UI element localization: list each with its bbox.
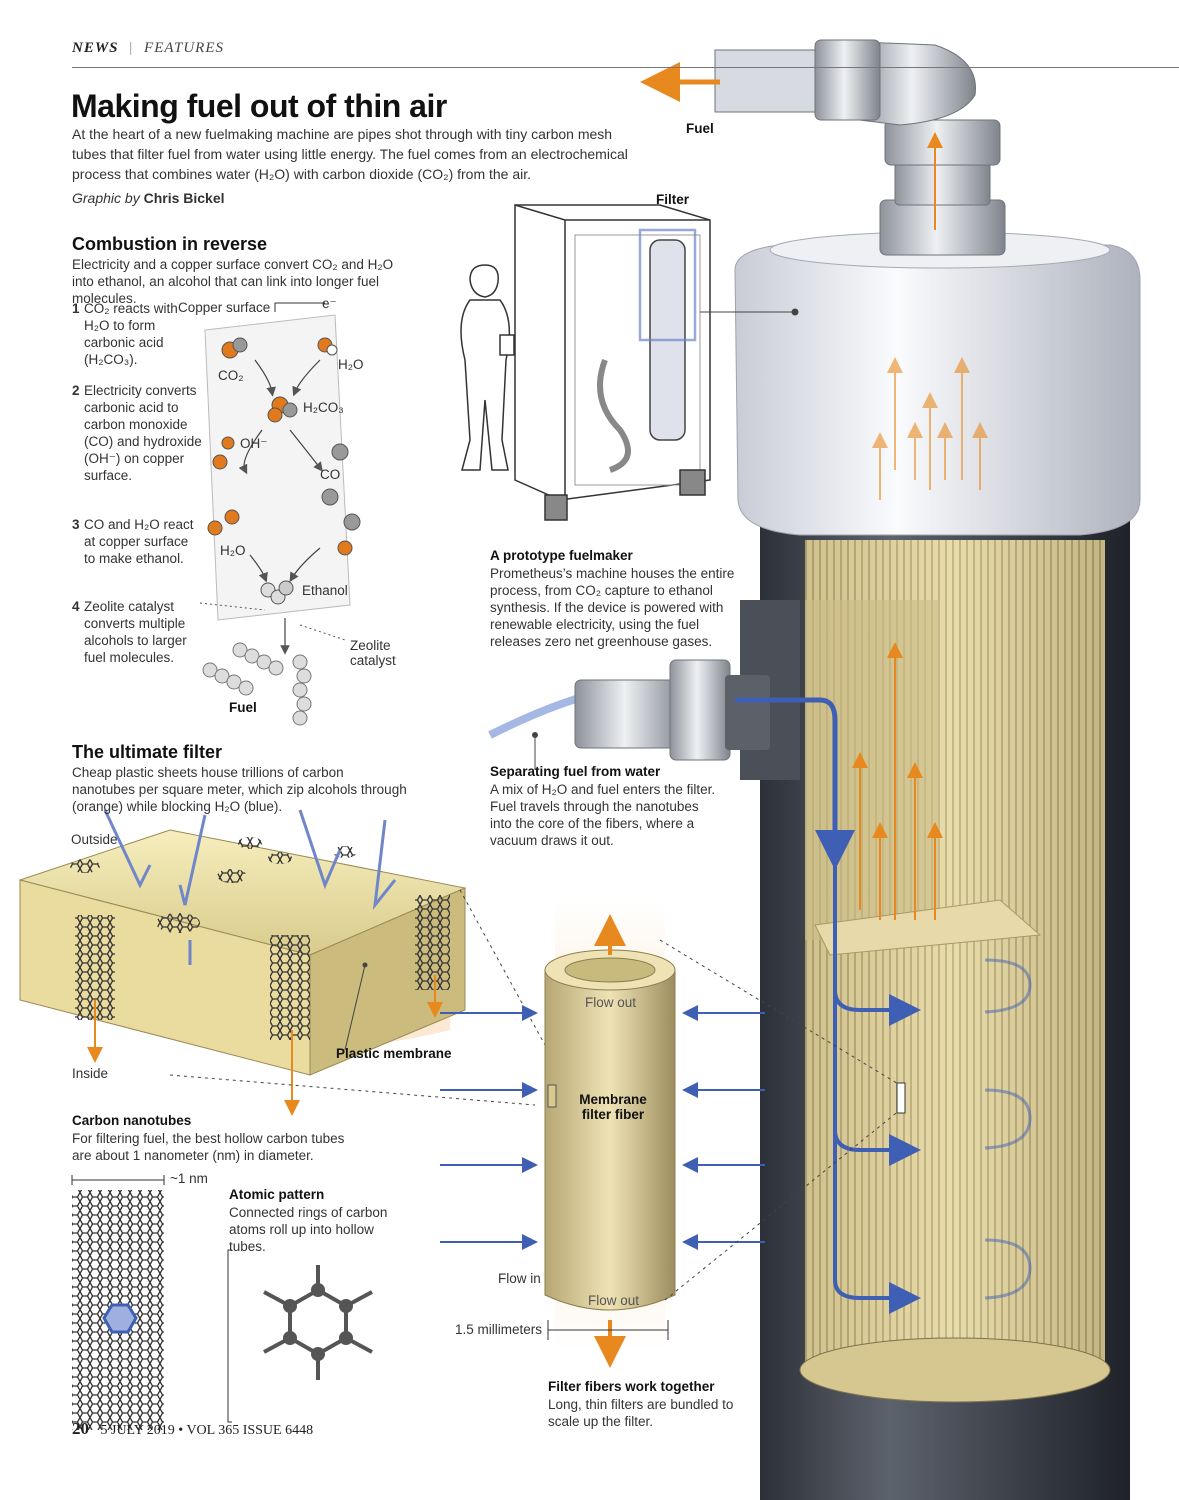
atomic-heading: Atomic pattern [229, 1187, 325, 1202]
fuel-flow-arrows [852, 132, 988, 920]
atomic-hexagon [263, 1265, 373, 1380]
prototype-machine [460, 204, 795, 521]
credit-prefix: Graphic by [72, 190, 140, 206]
membrane-fiber [440, 900, 906, 1368]
label-oh: OH⁻ [240, 436, 268, 451]
label-h2o-top: H₂O [338, 357, 364, 372]
page-footer: 20 5 JULY 2019 • VOL 365 ISSUE 6448 [72, 1419, 313, 1439]
step-3-text: CO and H₂O react at copper surface to ma… [84, 517, 194, 566]
section-separator: | [129, 40, 134, 56]
label-copper-surface: Copper surface [178, 300, 271, 315]
nanotubes-body: For filtering fuel, the best hollow carb… [72, 1131, 345, 1163]
molecules [207, 337, 361, 605]
step-4-text: Zeolite catalyst converts multiple alcoh… [84, 599, 187, 665]
subsection-name: FEATURES [144, 40, 224, 56]
credit-name: Chris Bickel [143, 190, 225, 206]
combustion-body: Electricity and a copper surface convert… [72, 257, 394, 306]
prototype-body: Prometheus’s machine houses the entire p… [490, 566, 735, 649]
separating-heading: Separating fuel from water [490, 764, 661, 779]
leader-lines [532, 308, 799, 770]
together-heading: Filter fibers work together [548, 1379, 715, 1394]
section-name: NEWS [72, 40, 119, 56]
nanotube-lattice [71, 1175, 232, 1430]
step-1: 1 CO₂ reacts with H₂O to form carbonic ac… [72, 300, 202, 368]
label-fuel-outlet: Fuel [686, 121, 714, 136]
ultimate-heading: The ultimate filter [72, 742, 223, 762]
together-body: Long, thin filters are bundled to scale … [548, 1397, 734, 1429]
filter-housing [740, 520, 1130, 1500]
label-electron: e⁻ [322, 296, 337, 311]
intro-text: At the heart of a new fuelmaking machine… [72, 126, 628, 182]
page-title: Making fuel out of thin air [71, 88, 447, 124]
copper-surface-diagram [199, 302, 361, 726]
label-dimension: 1.5 millimeters [455, 1322, 543, 1337]
water-flow-arrows [833, 850, 1032, 1314]
combustion-heading: Combustion in reverse [72, 234, 268, 254]
issue-info: 5 JULY 2019 • VOL 365 ISSUE 6448 [100, 1423, 314, 1438]
label-outside: Outside [71, 832, 118, 847]
step-2-text: Electricity converts carbonic acid to ca… [84, 383, 202, 483]
label-fuel-molecules: Fuel [229, 700, 257, 715]
label-ethanol: Ethanol [302, 583, 348, 598]
step-1-num: 1 [72, 301, 80, 316]
step-4: 4 Zeolite catalyst converts multiple alco… [72, 598, 202, 666]
ultimate-body: Cheap plastic sheets house trillions of … [72, 765, 407, 814]
label-co2: CO₂ [218, 368, 244, 383]
inlet-pipe [488, 659, 855, 870]
label-h2o-bottom: H₂O [220, 543, 246, 558]
step-4-num: 4 [72, 599, 80, 614]
label-plastic-membrane: Plastic membrane [336, 1046, 452, 1061]
separating-body: A mix of H₂O and fuel enters the filter.… [490, 782, 716, 848]
page-number: 20 [72, 1419, 89, 1438]
label-nm-size: ~1 nm [170, 1171, 208, 1186]
nanotubes-heading: Carbon nanotubes [72, 1113, 192, 1128]
label-h2co3: H₂CO₃ [303, 400, 344, 415]
header-rule [72, 67, 1179, 68]
membrane-slab [18, 809, 546, 1116]
label-inside: Inside [72, 1066, 109, 1081]
graphic-credit: Graphic by Chris Bickel [72, 190, 225, 206]
step-3-num: 3 [72, 517, 80, 532]
step-2: 2 Electricity converts carbonic acid to c… [72, 382, 202, 484]
label-membrane-fiber: Membrane filter fiber [579, 1092, 647, 1122]
label-flow-out-top: Flow out [585, 995, 637, 1010]
step-1-text: CO₂ reacts with H₂O to form carbonic aci… [84, 301, 178, 367]
outlet-pipe [640, 39, 1006, 256]
label-flow-in: Flow in [498, 1271, 541, 1286]
label-co: CO [320, 467, 341, 482]
step-2-num: 2 [72, 383, 80, 398]
filter-cap [734, 231, 1141, 536]
label-flow-out-bottom: Flow out [588, 1293, 640, 1308]
step-3: 3 CO and H₂O react at copper surface to m… [72, 516, 202, 567]
label-zeolite: Zeolite catalyst [350, 638, 396, 668]
atomic-body: Connected rings of carbon atoms roll up … [229, 1205, 388, 1254]
label-filter: Filter [656, 192, 690, 207]
section-header: NEWS | FEATURES [72, 40, 224, 57]
prototype-heading: A prototype fuelmaker [490, 548, 633, 563]
